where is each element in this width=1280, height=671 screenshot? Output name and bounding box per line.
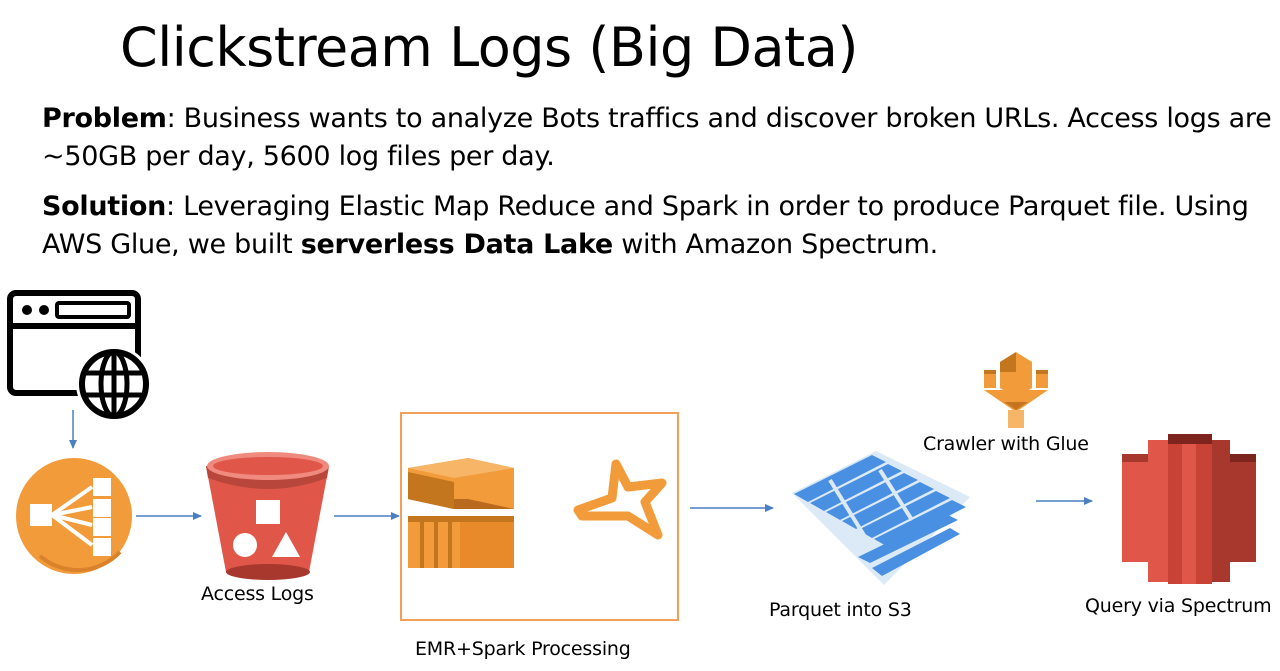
redshift-spectrum-icon bbox=[1122, 434, 1256, 584]
spectrum-label: Query via Spectrum bbox=[1085, 595, 1272, 617]
emr-spark-label: EMR+Spark Processing bbox=[415, 638, 631, 660]
problem-paragraph: Problem: Business wants to analyze Bots … bbox=[42, 100, 1272, 176]
emr-icon bbox=[408, 458, 514, 568]
solution-text-after: with Amazon Spectrum. bbox=[612, 229, 938, 260]
s3-bucket-icon bbox=[206, 452, 329, 580]
solution-label: Solution bbox=[42, 191, 167, 222]
web-browser-globe-icon bbox=[7, 290, 152, 422]
emr-spark-group bbox=[400, 412, 679, 621]
glue-label: Crawler with Glue bbox=[923, 433, 1089, 455]
spark-icon bbox=[573, 459, 667, 540]
flow-arrows bbox=[69, 410, 1093, 520]
glue-icon bbox=[984, 352, 1048, 428]
parquet-s3-label: Parquet into S3 bbox=[769, 599, 912, 621]
access-logs-label: Access Logs bbox=[201, 583, 314, 605]
problem-label: Problem bbox=[42, 103, 167, 134]
solution-paragraph: Solution: Leveraging Elastic Map Reduce … bbox=[42, 188, 1272, 264]
solution-text-before: : Leveraging Elastic Map Reduce and Spar… bbox=[42, 191, 1249, 260]
s3-parquet-icon bbox=[792, 451, 970, 585]
slide-title: Clickstream Logs (Big Data) bbox=[120, 16, 858, 79]
load-balancer-icon bbox=[16, 458, 132, 574]
solution-bold-text: serverless Data Lake bbox=[300, 229, 613, 260]
problem-text: : Business wants to analyze Bots traffic… bbox=[42, 103, 1272, 172]
